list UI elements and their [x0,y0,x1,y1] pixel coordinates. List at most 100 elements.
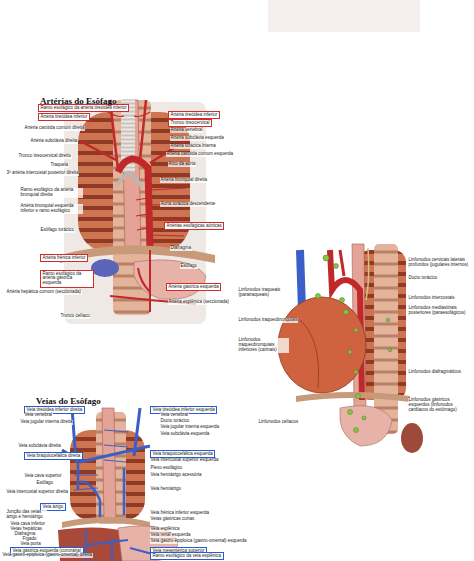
part-label: Veia subclávia direita [18,444,61,449]
label-text: Esôfago [37,480,54,485]
label-text: Veias hepáticas [11,526,43,531]
lymph-illustration-part [374,244,398,434]
label-text: Aorta torácica descendente [161,201,216,206]
part-label: Veia jugular interna direita [20,420,73,425]
part-label: Linfonodos intercostais [408,296,455,301]
panel-title: Veias do Esôfago [36,396,101,406]
lymph-illustration-part-part [362,416,366,420]
boxed-label: Artéria gástrica esquerda [166,283,221,291]
title-text: Artérias do Esôfago [40,96,117,106]
label-text: Plexo esofágico [151,465,183,470]
title-text: Veias do Esôfago [36,396,101,406]
label-text: Ramo esofágico da artéria bronquial dire… [21,187,74,197]
part-label: Esôfago torácico [40,228,75,233]
box-text: Artéria frênica inferior [43,255,86,260]
label-text: Artéria esplênica (seccionada) [169,299,230,304]
label-text: Ducto torácico [409,275,438,280]
lymph-illustration-part [300,250,302,310]
part-label: Linfonodos traqueobronquiais [238,318,298,323]
box-text: Ramo esofágico da veia esplênica [153,553,222,558]
label-text: Veia jugular interna direita [21,419,73,424]
artery-illustration-part [118,159,150,250]
label-text: Diafragma [15,531,36,536]
blank-banner [268,0,420,32]
label-text: Tronco tireocervical direito [19,153,72,158]
label-text: Linfonodos mediastinais posteriores (par… [409,305,466,315]
boxed-label: Tronco tireocervical [168,119,212,127]
part-label: Junção das veias ázigo e hemiázigo [6,510,47,520]
label-text: Veia intercostal superior direita [7,489,69,494]
part-label: Artéria torácica interna [170,144,216,149]
label-text: Veia renal esquerda [151,532,191,537]
label-text: Artéria bronquial esquerda inferior e ra… [21,203,74,213]
label-text: Arco da aorta [169,161,196,166]
lymph-illustration-part-part [354,328,358,332]
lymph-illustration-part-part [356,394,361,399]
lymph-illustration-part-part [344,310,349,315]
lymph-illustration-part [340,406,392,446]
label-text: Fígado [23,536,37,541]
part-label: Artéria subclávia direita [30,139,78,144]
part-label: Veia renal esquerda [150,533,191,538]
box-text: Ramo esofágico da artéria gástrica esque… [43,271,82,286]
part-label: Tronco tireocervical direito [18,154,72,159]
vein-illustration-part [102,408,116,522]
part-label: Veia frênica inferior esquerda [150,511,210,516]
part-label: Veia cava superior [24,474,62,479]
panel-title: Artérias do Esôfago [40,96,117,106]
lymph-illustration-part-part [316,294,321,299]
vein-illustration-part [86,530,160,561]
lymph-illustration-part-part [354,428,359,433]
lymph-illustration-part [296,392,410,402]
label-text: Veia intercostal superior esquerda [151,457,219,462]
part-label: Veia intercostal superior esquerda [150,458,219,463]
boxed-label: Veia braquiocefálica esquerda [150,450,215,458]
label-text: Artéria carótida comum esquerda [167,151,234,156]
label-text: Veia cava superior [25,473,62,478]
part-label: Veia vertebral [160,413,189,418]
vein-illustration-part [78,460,124,520]
part-label: Artéria hepática comum (seccionada) [6,290,82,295]
boxed-label: Ramo esofágico da artéria gástrica esque… [40,270,94,288]
label-text: Linfonodos cervicais laterais profundos … [409,257,469,267]
part-label: Artéria esplênica (seccionada) [168,300,230,305]
lymph-illustration-part [316,255,392,433]
part-label: Linfonodos gástricos esquerdos (linfonod… [408,398,469,413]
part-label: Artéria carótida comum esquerda [166,152,234,157]
part-label: Veia vertebral [24,413,53,418]
part-label: Esôfago [36,481,54,486]
part-label: Linfonodos traqueobronquiais inferiores … [238,338,289,353]
label-text: Veia subclávia esquerda [161,431,210,436]
label-text: Veia frênica inferior esquerda [151,510,210,515]
part-label: Ducto torácico [408,276,438,281]
label-text: Veia jugular interna esquerda [161,424,220,429]
label-text: Veia gastro-epiploica (gastro-omental) d… [3,552,93,557]
lymph-illustration [278,244,423,453]
box-text: Veia gástrica esquerda (coronária) [13,548,82,553]
part-label: Artéria vertebral [170,128,203,133]
part-label: 3ª artéria intercostal posterior direita [6,171,79,176]
label-text: 3ª artéria intercostal posterior direita [7,170,79,175]
box-text: Artéria gástrica esquerda [169,284,219,289]
label-text: Veia cava inferior [11,521,46,526]
part-label: Artéria carótida comum direita [24,126,85,131]
box-text: Tronco tireocervical [171,120,210,125]
label-text: Artéria bronquial direita [161,177,208,182]
lymph-illustration-part-part [388,348,392,352]
label-text: Veia vertebral [161,412,189,417]
label-text: Tronco celíaco [61,313,90,318]
box-text: Veia tireóidea inferior direita [27,407,83,412]
part-label: Plexo esofágico [150,466,183,471]
boxed-label: Ramo esofágico da veia esplênica [150,552,224,560]
label-text: Artéria subclávia esquerda [171,135,224,140]
vein-illustration-part [74,430,128,490]
label-text: Linfonodos celíacos [259,419,299,424]
lymph-illustration-part [366,248,369,300]
label-text: Linfonodos gástricos esquerdos (linfonod… [409,397,457,412]
box-text: Veia ázigo [43,504,64,509]
label-text: Veia hemiázigo [151,486,182,491]
box-text: Artérias esofágicas aórticas [167,223,222,228]
label-text: Linfonodos intercostais [409,295,455,300]
label-text: Linfonodos diafragmáticos [409,369,462,374]
